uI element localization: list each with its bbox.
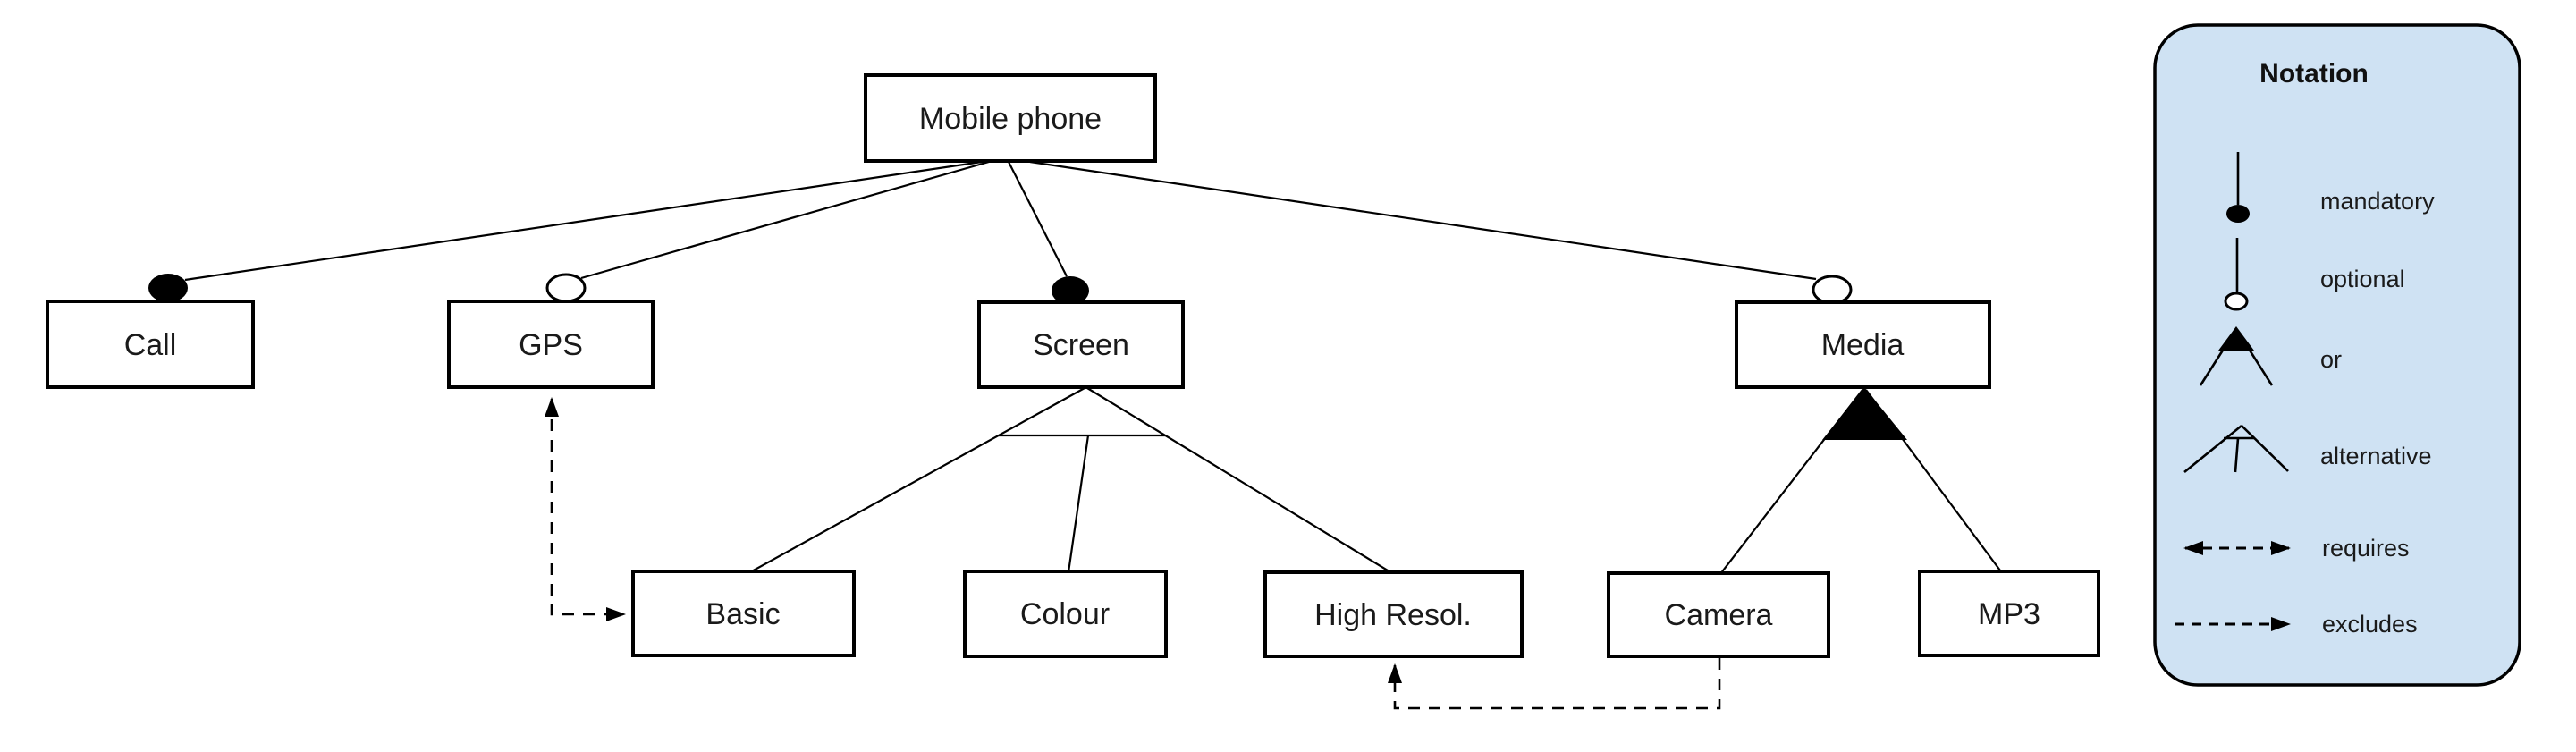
node-colour[interactable]: Colour bbox=[963, 570, 1168, 658]
node-mobile-phone[interactable]: Mobile phone bbox=[864, 73, 1157, 163]
node-high-resol-label: High Resol. bbox=[1314, 598, 1472, 632]
edge-mobile-screen bbox=[1008, 161, 1068, 277]
legend-or-label: or bbox=[2320, 346, 2342, 373]
node-basic-label: Basic bbox=[705, 597, 780, 631]
excludes-arrow-camera-highresol bbox=[1388, 658, 1721, 710]
legend-or-icon bbox=[2199, 326, 2274, 386]
edge-mobile-call bbox=[184, 160, 983, 282]
legend-mandatory-label: mandatory bbox=[2320, 188, 2435, 215]
or-group-media bbox=[1719, 387, 2004, 575]
legend-alternative-icon bbox=[2183, 424, 2289, 474]
legend-excludes-label: excludes bbox=[2322, 611, 2418, 638]
node-call-label: Call bbox=[124, 328, 177, 362]
mandatory-dot-screen bbox=[1052, 276, 1089, 305]
alternative-group-screen bbox=[747, 387, 1393, 574]
node-media[interactable]: Media bbox=[1735, 300, 1991, 389]
legend-mandatory-icon bbox=[2226, 152, 2250, 223]
node-call[interactable]: Call bbox=[46, 300, 255, 389]
node-screen-label: Screen bbox=[1033, 328, 1129, 362]
node-screen[interactable]: Screen bbox=[977, 300, 1185, 389]
node-mp3[interactable]: MP3 bbox=[1918, 570, 2100, 657]
mandatory-dot-call bbox=[148, 274, 188, 302]
node-camera-label: Camera bbox=[1665, 598, 1773, 632]
node-basic[interactable]: Basic bbox=[631, 570, 856, 657]
legend-optional-icon bbox=[2224, 238, 2249, 311]
node-media-label: Media bbox=[1821, 328, 1905, 362]
legend-optional-label: optional bbox=[2320, 266, 2405, 292]
node-colour-label: Colour bbox=[1020, 597, 1110, 631]
node-gps[interactable]: GPS bbox=[447, 300, 655, 389]
node-mp3-label: MP3 bbox=[1978, 597, 2040, 631]
node-high-resol[interactable]: High Resol. bbox=[1263, 570, 1524, 658]
optional-dot-gps bbox=[545, 273, 587, 303]
legend-title: Notation bbox=[2259, 59, 2369, 89]
optional-dot-media bbox=[1812, 275, 1853, 305]
node-gps-label: GPS bbox=[519, 328, 583, 362]
requires-arrow-gps-basic bbox=[545, 397, 626, 621]
legend-alternative-label: alternative bbox=[2320, 443, 2432, 469]
legend-requires-label: requires bbox=[2322, 535, 2410, 562]
edge-mobile-media bbox=[1029, 160, 1817, 281]
legend-panel: Notation mandatory optional or alternati… bbox=[2153, 23, 2521, 687]
node-camera[interactable]: Camera bbox=[1607, 571, 1830, 658]
node-mobile-phone-label: Mobile phone bbox=[919, 102, 1102, 136]
edge-mobile-gps bbox=[580, 160, 990, 280]
